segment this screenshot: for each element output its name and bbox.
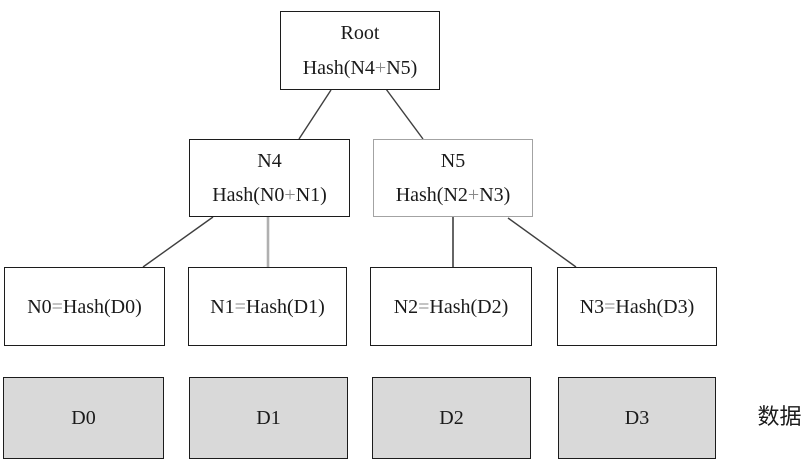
- data-block-d1-label: D1: [256, 407, 281, 429]
- edge-n4-n0: [142, 216, 214, 268]
- node-n5-title: N5: [440, 150, 466, 172]
- node-n5: N5 Hash(N2+N3): [373, 139, 533, 217]
- node-n1-label: N1=Hash(D1): [210, 295, 325, 318]
- data-block-d1: D1: [189, 377, 348, 459]
- node-n2-label: N2=Hash(D2): [393, 295, 509, 318]
- node-n2: N2=Hash(D2): [370, 267, 532, 346]
- data-block-d2-label: D2: [439, 407, 464, 429]
- node-n3-label: N3=Hash(D3): [579, 295, 695, 318]
- node-root-hash: Hash(N4+N5): [302, 56, 418, 79]
- node-n5-hash: Hash(N2+N3): [395, 184, 511, 206]
- data-block-d0-label: D0: [71, 407, 96, 429]
- node-root-title: Root: [340, 22, 380, 45]
- edge-n5-n3: [507, 217, 577, 268]
- node-n4: N4 Hash(N0+N1): [189, 139, 350, 217]
- node-n1: N1=Hash(D1): [188, 267, 347, 346]
- data-block-d2: D2: [372, 377, 531, 459]
- node-n4-title: N4: [257, 150, 282, 172]
- edge-root-n4: [298, 89, 332, 140]
- data-row-annotation: 数据: [757, 404, 802, 429]
- data-block-d3: D3: [558, 377, 716, 459]
- node-n0: N0=Hash(D0): [4, 267, 165, 346]
- data-block-d0: D0: [3, 377, 164, 459]
- data-block-d3-label: D3: [624, 407, 650, 429]
- node-n4-hash: Hash(N0+N1): [212, 184, 327, 206]
- edge-root-n5: [385, 88, 424, 140]
- node-n0-label: N0=Hash(D0): [27, 295, 142, 318]
- node-n3: N3=Hash(D3): [557, 267, 717, 346]
- node-root: Root Hash(N4+N5): [280, 11, 440, 90]
